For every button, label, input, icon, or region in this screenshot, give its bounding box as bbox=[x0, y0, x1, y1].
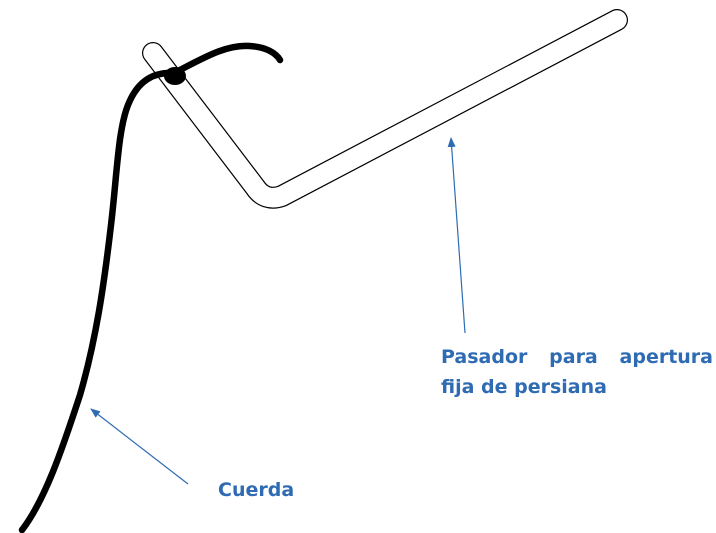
pin-label-line2: fija de persiana bbox=[441, 376, 607, 398]
pin-label-word: Pasador bbox=[441, 346, 528, 368]
pin-label-word: para bbox=[549, 346, 598, 368]
pin-label-word: apertura bbox=[619, 346, 713, 368]
pin-label-line1: Pasador para apertura bbox=[441, 342, 713, 372]
rope-leader-arrow bbox=[90, 408, 189, 485]
pin-label: Pasador para apertura fija de persiana bbox=[441, 342, 713, 402]
rope bbox=[18, 42, 284, 533]
rope-label: Cuerda bbox=[218, 479, 295, 501]
pin-rod bbox=[142, 9, 628, 209]
pin-leader-arrow bbox=[447, 137, 466, 334]
rope-knot bbox=[164, 67, 186, 85]
